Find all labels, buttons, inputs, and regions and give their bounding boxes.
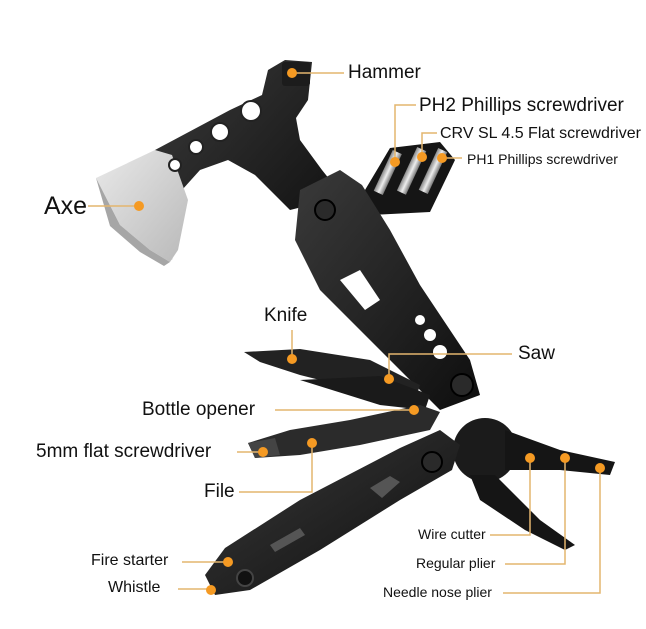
saw-blade [300,376,430,410]
label-crv-flat-screwdriver: CRV SL 4.5 Flat screwdriver [440,125,641,142]
label-file: File [204,481,235,502]
label-ph2-phillips-screwdriver: PH2 Phillips screwdriver [419,95,624,116]
label-regular-plier: Regular plier [416,555,496,571]
label-saw: Saw [518,343,555,364]
leader-lines [88,72,601,594]
label-wire-cutter: Wire cutter [418,526,486,542]
label-axe: Axe [44,192,88,220]
upper-handle [295,170,480,410]
lower-handle [205,430,460,595]
screwdriver-bits [365,142,455,215]
label-bottle-opener: Bottle opener [142,399,256,420]
file-blade [248,405,440,458]
label-hammer: Hammer [348,62,421,83]
label-fire-starter: Fire starter [91,552,169,569]
label-ph1-phillips-screwdriver: PH1 Phillips screwdriver [467,151,618,167]
axe-head [96,60,330,266]
pliers [453,418,615,550]
label-knife: Knife [264,305,308,326]
label-whistle: Whistle [108,579,161,596]
label-needle-nose-plier: Needle nose plier [383,584,492,600]
label-5mm-flat-screwdriver: 5mm flat screwdriver [36,441,212,462]
callout-dots [134,68,605,595]
